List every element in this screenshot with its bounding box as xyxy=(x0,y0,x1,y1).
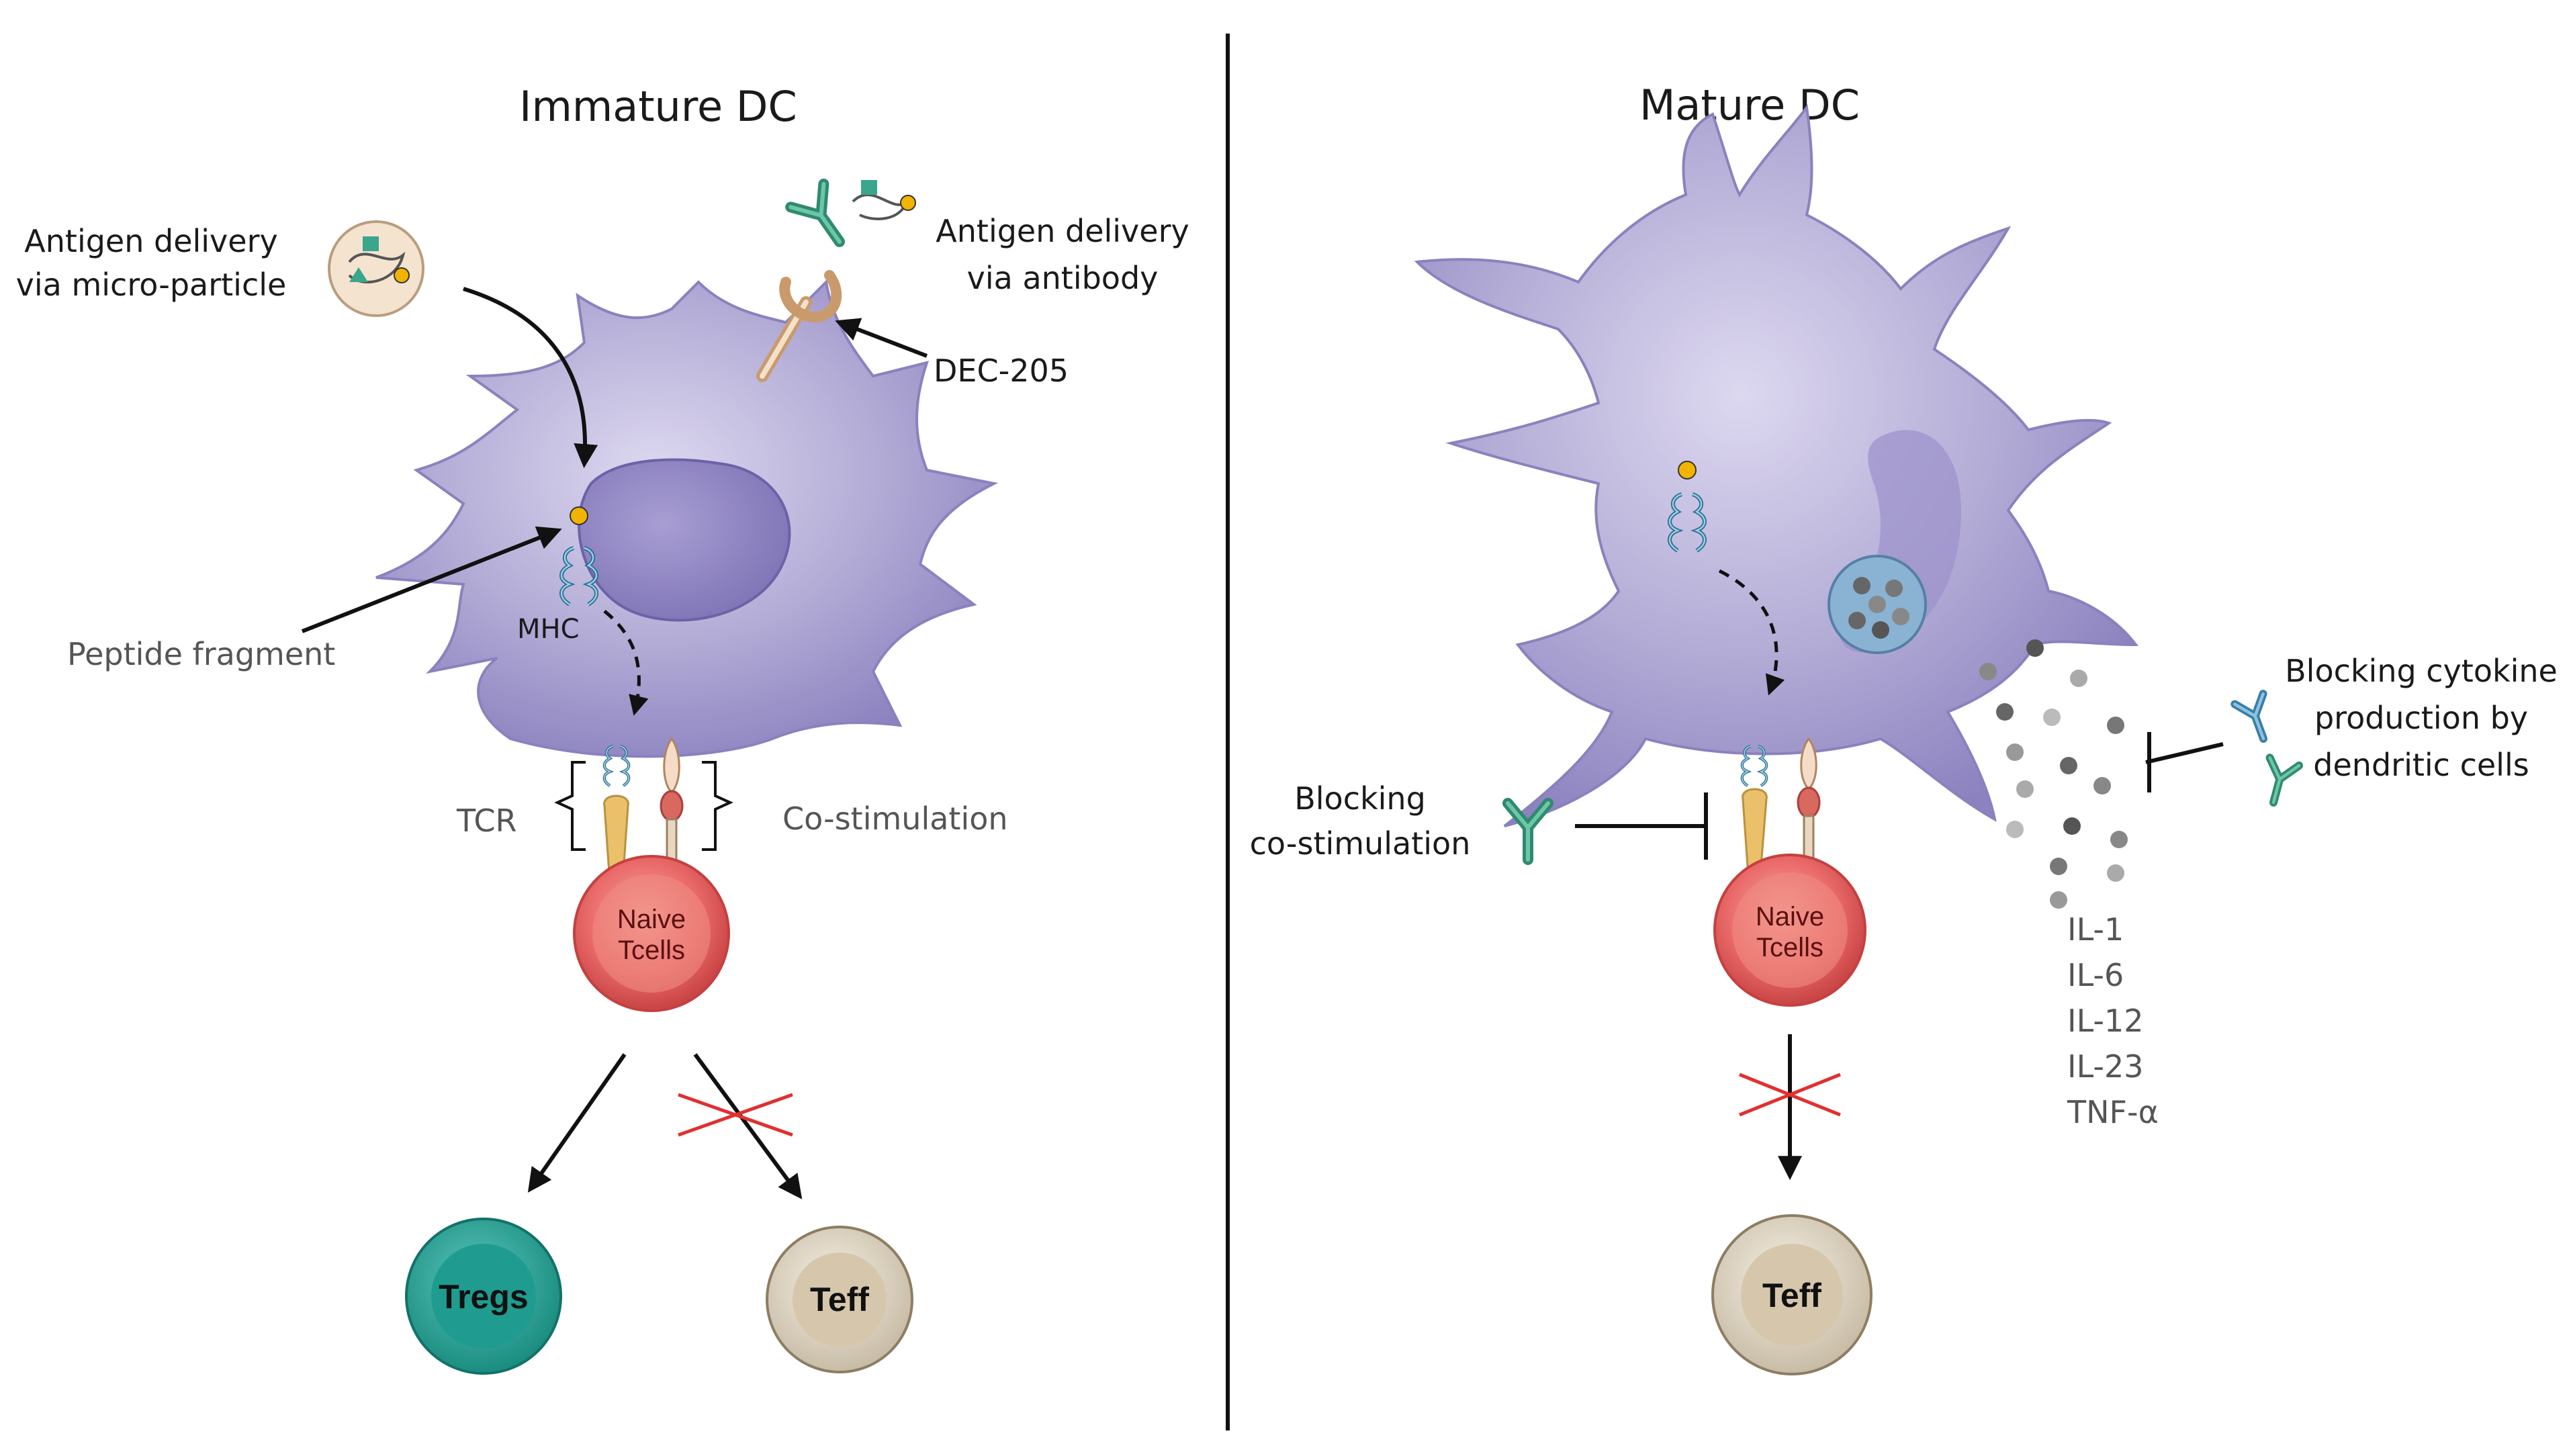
tcr-receptor-icon xyxy=(604,746,629,874)
cytokine-item: IL-1 xyxy=(2067,911,2124,948)
cytokine-item: IL-6 xyxy=(2067,957,2124,993)
antibody-green-icon xyxy=(2259,758,2299,807)
block-cross-right xyxy=(1739,1073,1841,1117)
cytokine-dot-icon xyxy=(2006,821,2024,838)
antigen-particle-line1: Antigen delivery xyxy=(24,223,277,259)
antigen-on-antibody-icon xyxy=(852,180,916,220)
blocking-cytokine-line3: dendritic cells xyxy=(2313,747,2529,783)
tcr-receptor-right-icon xyxy=(1742,746,1767,868)
tregs-cell-core xyxy=(431,1244,536,1349)
peptide-dot-icon xyxy=(570,506,588,525)
blocking-cytokine-line1: Blocking cytokine xyxy=(2285,653,2558,689)
teff-cell-left-core xyxy=(793,1253,887,1347)
mature-dc-cell xyxy=(1414,103,2139,827)
naive-right-line1: Naive xyxy=(1756,902,1824,931)
antigen-antibody-line1: Antigen delivery xyxy=(936,213,1189,249)
inhibit-cytokine-line xyxy=(2145,732,2224,792)
naive-left-line2: Tcells xyxy=(618,936,685,965)
granule-vesicle-icon xyxy=(1828,555,1927,654)
mhc-label: MHC xyxy=(517,614,580,645)
cytokine-dot-icon xyxy=(2043,709,2061,726)
teff-cell-right-core xyxy=(1741,1244,1843,1346)
cytokine-dots xyxy=(1979,639,2128,909)
cytokine-item: TNF-α xyxy=(2067,1094,2159,1130)
cytokine-dot-icon xyxy=(2026,639,2044,657)
arrow-particle-to-cell xyxy=(463,287,598,469)
cytokine-dot-icon xyxy=(2060,757,2077,774)
cytokine-dot-icon xyxy=(2016,780,2034,798)
antigen-antibody-icon xyxy=(791,184,856,253)
antibody-blue-icon xyxy=(2230,690,2267,743)
dec205-receptor-icon xyxy=(756,270,842,382)
arrow-to-tregs xyxy=(527,1053,627,1193)
blocking-costim-line1: Blocking xyxy=(1294,780,1426,817)
right-panel-title: Mature DC xyxy=(1639,81,1860,130)
cytokine-dot-icon xyxy=(2070,670,2087,687)
antigen-glyph-icon xyxy=(348,236,410,283)
blocking-cytokine-line2: production by xyxy=(2314,700,2528,736)
cytokine-dot-icon xyxy=(2050,858,2067,875)
cytokine-dot-icon xyxy=(2107,864,2124,882)
right-panel: Mature DC Naive Tce xyxy=(1250,81,2558,1375)
naive-tcell-left-core xyxy=(592,874,711,993)
peptide-dot-right-icon xyxy=(1678,461,1697,480)
left-panel-title: Immature DC xyxy=(519,82,797,131)
naive-right-line2: Tcells xyxy=(1756,933,1823,962)
costim-label: Co-stimulation xyxy=(782,801,1008,837)
peptide-label: Peptide fragment xyxy=(67,636,335,672)
arrow-dec205 xyxy=(835,318,928,358)
tregs-label: Tregs xyxy=(439,1278,528,1316)
antigen-antibody-line2: via antibody xyxy=(967,260,1159,296)
arrow-mhc-to-surface xyxy=(603,610,649,716)
cytokine-item: IL-12 xyxy=(2067,1003,2144,1039)
naive-left-line1: Naive xyxy=(617,905,686,934)
cytokine-dot-icon xyxy=(1996,703,2014,721)
teff-left-label: Teff xyxy=(810,1281,869,1318)
microparticle-icon xyxy=(328,220,424,317)
inhibit-costim-line xyxy=(1575,792,1708,860)
blocking-costim-line2: co-stimulation xyxy=(1250,825,1471,862)
cytokine-dot-icon xyxy=(2110,831,2128,848)
costim-receptor-right-icon xyxy=(1797,737,1821,868)
cytokine-dot-icon xyxy=(2107,717,2124,734)
cytokine-list: IL-1 IL-6 IL-12 IL-23 TNF-α xyxy=(2067,911,2159,1130)
arrow-peptide xyxy=(301,526,562,633)
cytokine-dot-icon xyxy=(2093,777,2111,794)
immature-dc-nucleus xyxy=(578,458,791,622)
costim-receptor-icon xyxy=(660,737,684,874)
cytokine-dot-icon xyxy=(2006,743,2024,761)
tcr-bracket xyxy=(554,761,586,851)
dec205-label: DEC-205 xyxy=(934,353,1069,389)
costim-bracket xyxy=(702,761,733,851)
tcr-label: TCR xyxy=(456,803,516,839)
cytokine-dot-icon xyxy=(2050,891,2067,909)
left-panel: Immature DC xyxy=(16,82,1189,1375)
cytokine-dot-icon xyxy=(1979,663,1997,680)
teff-right-label: Teff xyxy=(1762,1277,1821,1314)
cytokine-dot-icon xyxy=(2063,817,2081,835)
block-cross-left xyxy=(678,1093,793,1137)
naive-tcell-right-core xyxy=(1732,872,1848,988)
arrow-to-teff-left xyxy=(693,1053,803,1199)
cytokine-item: IL-23 xyxy=(2067,1048,2144,1085)
arrow-mhc-right xyxy=(1718,569,1785,696)
antigen-particle-line2: via micro-particle xyxy=(16,267,287,303)
